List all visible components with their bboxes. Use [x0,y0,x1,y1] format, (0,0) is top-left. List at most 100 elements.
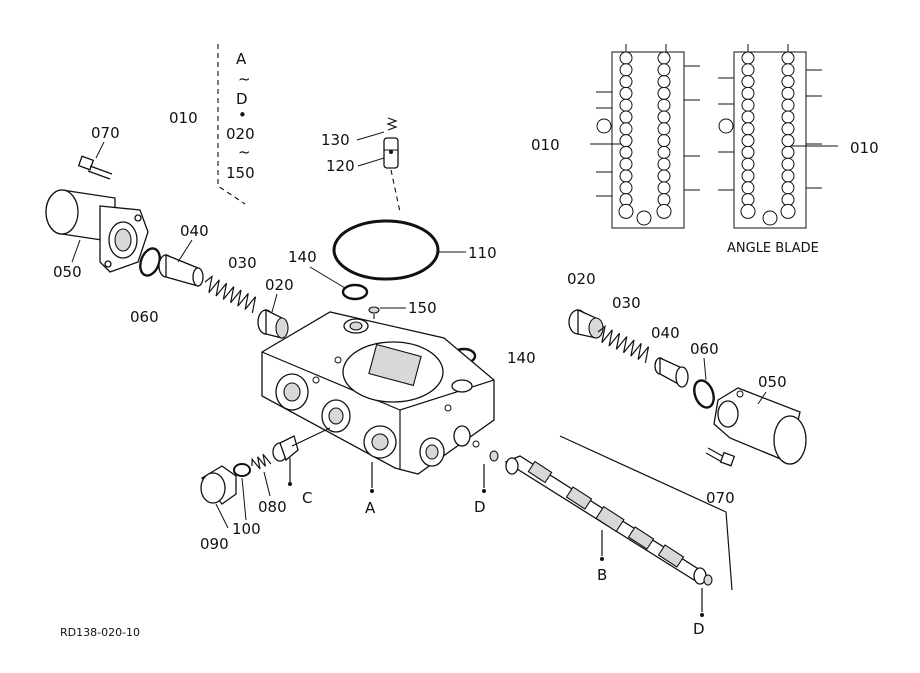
bracket-line-7: 150 [226,164,255,182]
inset-circle [619,169,633,183]
right-bolt-070: 070 [705,447,736,507]
poppet-c: C [272,427,331,507]
inset-circle [741,86,755,100]
callout-140-right: 140 [507,349,536,367]
inset-circle [618,203,634,219]
inset-circle [781,98,795,112]
callout-090: 090 [200,535,229,553]
inset-circle [657,122,671,136]
large-oring-110: 110 [332,219,497,281]
inset-circle [619,145,633,159]
ball-d-left: D [474,450,499,516]
inset-circle [781,75,795,89]
inset-circle [657,63,671,77]
point-label-c: C [302,489,312,507]
inset-circle [781,122,795,136]
callout-030-left: 030 [228,254,257,272]
point-label-b: B [597,566,607,584]
left-seat-020: 020 [257,276,294,339]
inset-callout-010-right: 010 [850,139,879,157]
inset-left-schematic: 010 [531,44,700,229]
bracket-line [217,44,246,205]
inset-circle [657,193,671,207]
small-oring-140-left: 140 [288,248,369,301]
inset-circle [741,98,755,112]
inset-circle [657,134,671,148]
ball-d-right: D [693,574,713,638]
inset-circle [741,134,755,148]
right-spring-030: 030 [597,294,650,364]
callout-040-right: 040 [651,324,680,342]
inset-circle [657,51,671,65]
callout-130: 130 [321,131,350,149]
inset-circle [657,110,671,124]
right-seat-020: 020 [567,270,604,339]
callout-080: 080 [258,498,287,516]
inset-circle [657,75,671,89]
inset-circle [656,203,672,219]
inset-callout-010-left: 010 [531,136,560,154]
inset-circle [619,157,633,171]
inset-circle [657,86,671,100]
left-bolt-070: 070 [77,124,120,180]
inset-circle [741,75,755,89]
inset-circle [657,181,671,195]
callout-030-right: 030 [612,294,641,312]
inset-circle [741,145,755,159]
right-cover-050: 050 [713,373,807,465]
inset-circle [781,145,795,159]
inset-circle [619,134,633,148]
inset-circle [619,63,633,77]
callout-150: 150 [408,299,437,317]
inset-circle [636,210,652,226]
left-retainer-040: 040 [158,222,209,287]
inset-circle [781,181,795,195]
callout-060-left: 060 [130,308,159,326]
bracket-line-3: D [236,90,248,108]
bracket-line-4: • [238,106,247,124]
inset-circle [619,122,633,136]
inset-circle [741,122,755,136]
inset-circle [741,51,755,65]
callout-120: 120 [326,157,355,175]
right-retainer-040: 040 [651,324,689,388]
inset-circle [596,118,612,134]
spool: B [504,435,733,591]
reference-code: RD138-020-10 [60,626,140,639]
inset-circle [741,169,755,183]
valve-body: A [261,311,495,517]
callout-060-right: 060 [690,340,719,358]
small-parts-120-130: 130 120 [321,117,401,213]
bracket-index-label: 010 [169,109,198,127]
inset-circle [781,193,795,207]
inset-circle [657,169,671,183]
inset-circle [780,203,796,219]
inset-circle [781,157,795,171]
callout-140-left: 140 [288,248,317,266]
bracket-line-5: 020 [226,125,255,143]
inset-circle [741,63,755,77]
inset-circle [741,193,755,207]
inset-circle [781,110,795,124]
callout-110: 110 [468,244,497,262]
spring-080: 080 [251,453,287,516]
plug-090-100: 090 100 [200,463,261,553]
callout-020-left: 020 [265,276,294,294]
point-label-d-left: D [474,498,486,516]
inset-circle [619,181,633,195]
callout-070-right: 070 [706,489,735,507]
inset-circle [619,98,633,112]
inset-circle [619,51,633,65]
inset-circle [781,86,795,100]
point-label-a: A [365,499,376,517]
inset-circle [762,210,778,226]
inset-circle [781,63,795,77]
callout-020-right: 020 [567,270,596,288]
inset-circles [596,51,796,226]
bracket-line-2: ~ [238,70,251,88]
inset-circle [619,193,633,207]
inset-circle [781,169,795,183]
left-cover-050: 050 [45,189,149,281]
